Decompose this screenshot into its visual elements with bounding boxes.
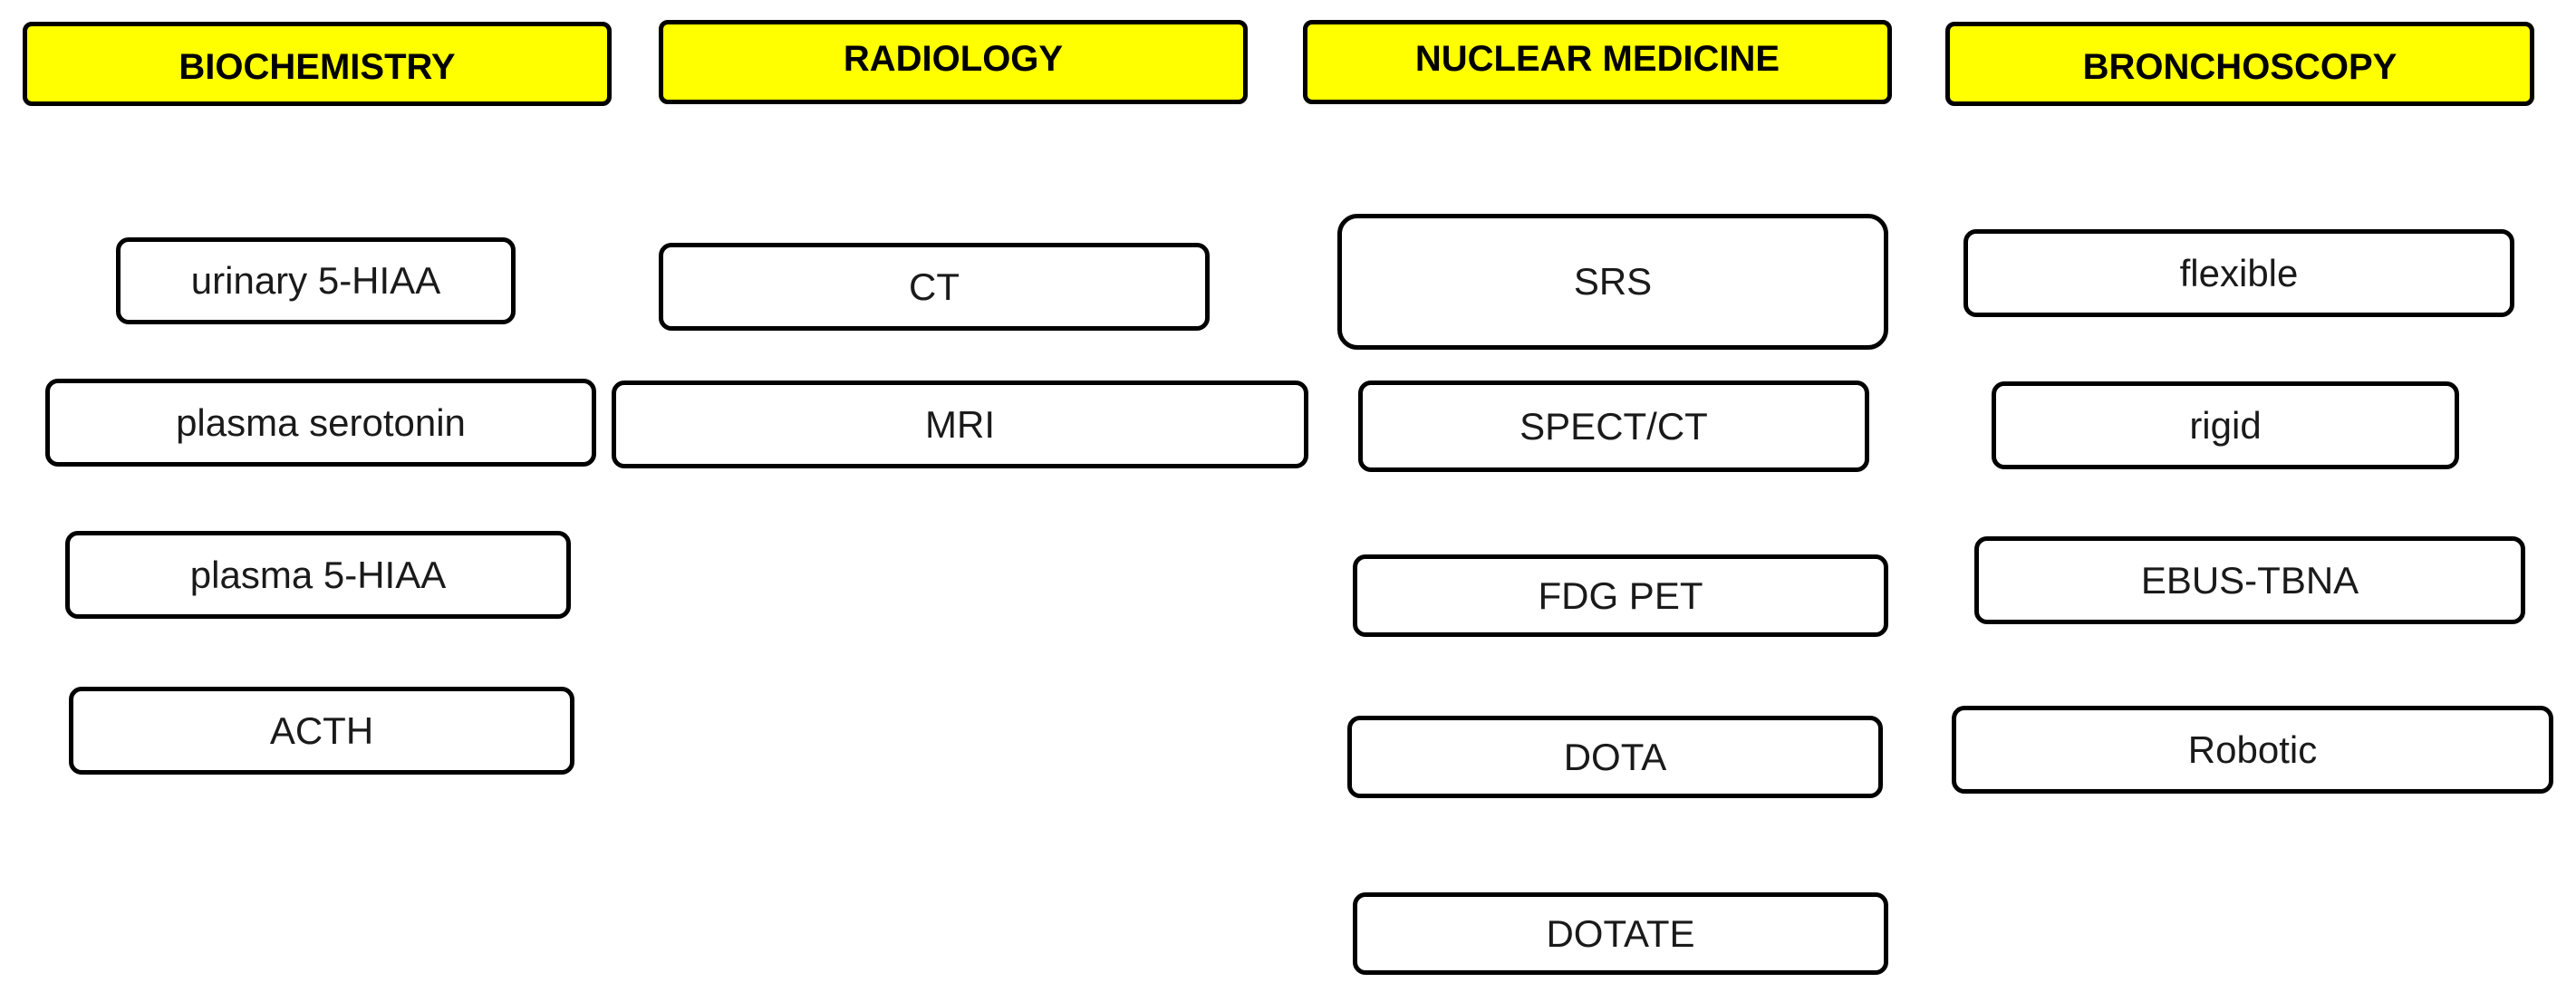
header-bronchoscopy: BRONCHOSCOPY <box>1945 22 2534 106</box>
header-nuclear-medicine-label: NUCLEAR MEDICINE <box>1414 39 1780 79</box>
nuclear-medicine-item-srs: SRS <box>1337 214 1888 350</box>
bronchoscopy-item-flexible: flexible <box>1963 229 2514 317</box>
header-radiology-label: RADIOLOGY <box>843 39 1064 79</box>
item-label: plasma serotonin <box>176 400 466 444</box>
item-label: Robotic <box>2187 727 2318 771</box>
biochemistry-item-urinary-5-hiaa: urinary 5-HIAA <box>116 237 516 324</box>
header-radiology: RADIOLOGY <box>659 20 1248 104</box>
item-label: SRS <box>1573 260 1653 303</box>
item-label: MRI <box>925 402 995 446</box>
item-label: DOTATE <box>1546 911 1695 955</box>
bronchoscopy-item-rigid: rigid <box>1992 381 2459 469</box>
header-biochemistry: BIOCHEMISTRY <box>23 22 612 106</box>
item-label: ACTH <box>269 708 374 752</box>
radiology-item-ct: CT <box>659 243 1210 331</box>
bronchoscopy-item-ebus-tbna: EBUS-TBNA <box>1974 536 2525 624</box>
item-label: urinary 5-HIAA <box>190 259 441 302</box>
item-label: EBUS-TBNA <box>2140 558 2359 602</box>
item-label: SPECT/CT <box>1520 404 1708 448</box>
item-label: FDG PET <box>1538 573 1703 617</box>
nuclear-medicine-item-dota: DOTA <box>1347 716 1883 798</box>
nuclear-medicine-item-spect-ct: SPECT/CT <box>1358 381 1869 472</box>
bronchoscopy-item-robotic: Robotic <box>1952 706 2553 794</box>
biochemistry-item-acth: ACTH <box>69 687 574 775</box>
radiology-item-mri: MRI <box>612 381 1308 468</box>
header-nuclear-medicine: NUCLEAR MEDICINE <box>1303 20 1892 104</box>
item-label: flexible <box>2179 251 2299 294</box>
biochemistry-item-plasma-5-hiaa: plasma 5-HIAA <box>65 531 571 619</box>
item-label: rigid <box>2189 403 2262 447</box>
item-label: CT <box>909 265 960 308</box>
header-bronchoscopy-label: BRONCHOSCOPY <box>2082 47 2398 87</box>
header-biochemistry-label: BIOCHEMISTRY <box>178 47 456 87</box>
item-label: DOTA <box>1563 735 1667 778</box>
nuclear-medicine-item-dotate: DOTATE <box>1353 892 1888 975</box>
nuclear-medicine-item-fdg-pet: FDG PET <box>1353 554 1888 637</box>
item-label: plasma 5-HIAA <box>189 553 447 596</box>
biochemistry-item-plasma-serotonin: plasma serotonin <box>45 379 596 467</box>
